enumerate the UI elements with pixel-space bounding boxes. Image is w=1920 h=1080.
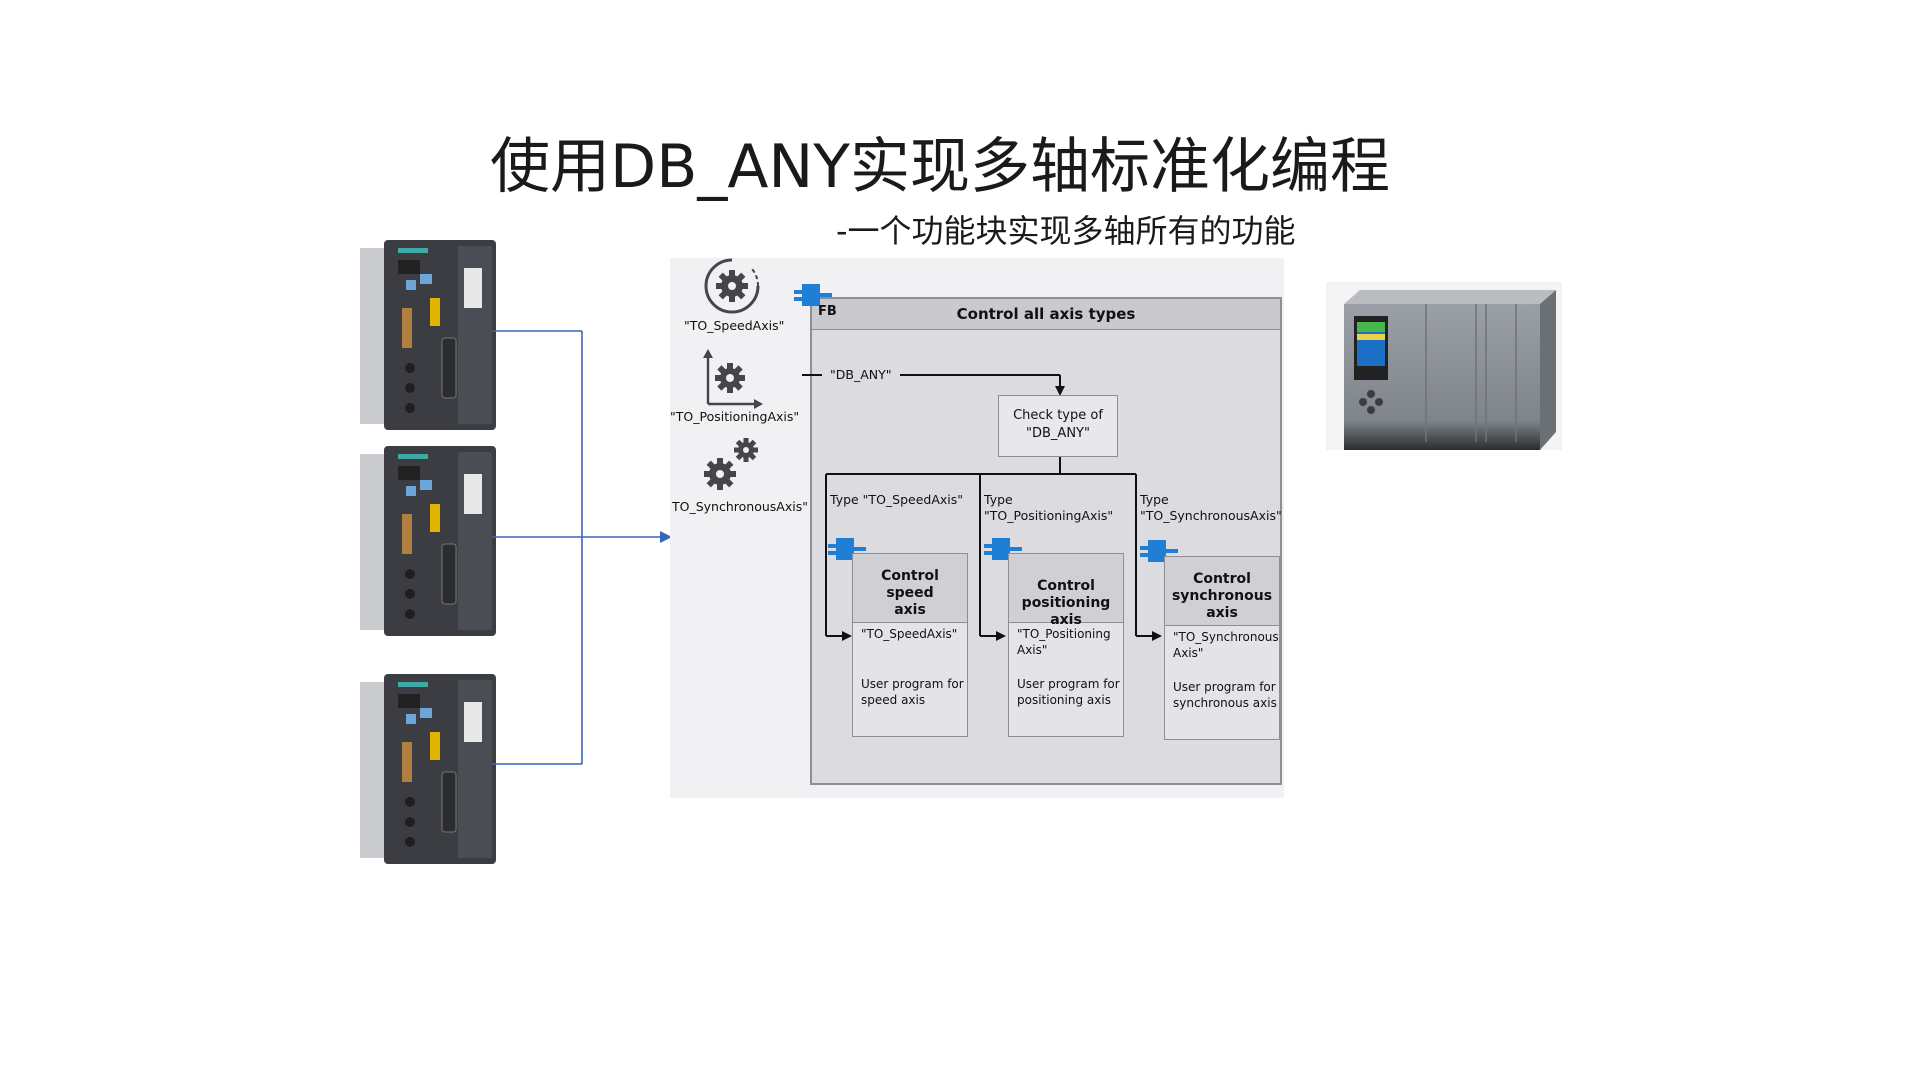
to-positioning-axis-label: "TO_PositioningAxis": [670, 409, 800, 424]
control-positioning-axis-title: Control positioning axis: [1009, 554, 1123, 628]
check-type-line2: "DB_ANY": [1026, 426, 1090, 441]
plc-controller-image: [1326, 282, 1562, 450]
branch-3-desc: User program for synchronous axis: [1173, 679, 1277, 711]
branch-3-head-3: axis: [1206, 605, 1238, 621]
branch-1-param: "TO_SpeedAxis": [861, 626, 957, 642]
main-fb-label: FB: [818, 304, 837, 319]
branch-1-head-3: axis: [894, 602, 926, 618]
branch-1-head-2: speed: [886, 585, 934, 601]
branch-1-param-1: "TO_SpeedAxis": [861, 627, 958, 641]
branch-1-desc-1: User program for: [861, 677, 964, 691]
branch-1-head-1: Control: [881, 568, 939, 584]
branch-3-head-2: synchronous: [1171, 588, 1273, 604]
slide-title: 使用DB_ANY实现多轴标准化编程: [490, 132, 1390, 202]
branch-3-type-label: Type: [1140, 492, 1169, 507]
control-synchronous-axis-title: Control synchronous axis: [1165, 557, 1279, 626]
check-type-line1: Check type of: [1013, 408, 1103, 423]
control-synchronous-axis-block: Control synchronous axis "TO_Synchronous…: [1164, 556, 1280, 740]
servo-drive-2: [360, 446, 496, 636]
branch-3-desc-1: User program for: [1173, 680, 1276, 694]
branch-3-fb-icon: [1140, 540, 1178, 562]
branch-2-head-1: Control: [1037, 578, 1095, 594]
branch-1-desc-2: speed axis: [861, 693, 926, 707]
branch-1-fb-icon: [828, 538, 866, 560]
to-synchronous-axis-label: TO_SynchronousAxis": [672, 499, 808, 514]
branch-2-desc-2: positioning axis: [1017, 693, 1111, 707]
servo-drive-1: [360, 240, 496, 430]
branch-2-param: "TO_Positioning Axis": [1017, 626, 1111, 658]
to-speed-axis-label: "TO_SpeedAxis": [684, 318, 785, 333]
db-any-input-label: "DB_ANY": [830, 367, 892, 382]
synchronous-axis-gears-icon: [704, 438, 758, 490]
branch-2-desc: User program for positioning axis: [1017, 676, 1120, 708]
branch-3-param: "TO_Synchronous Axis": [1173, 629, 1279, 661]
branch-2-type-label: Type: [984, 492, 1013, 507]
control-positioning-axis-block: Control positioning axis "TO_Positioning…: [1008, 553, 1124, 737]
servo-drive-3: [360, 674, 496, 864]
slide-subtitle: -一个功能块实现多轴所有的功能: [836, 212, 1296, 250]
branch-2-desc-1: User program for: [1017, 677, 1120, 691]
branch-3-param-1: "TO_Synchronous: [1173, 630, 1279, 644]
branch-2-param-1: "TO_Positioning: [1017, 627, 1111, 641]
main-block-title: Control all axis types: [812, 299, 1280, 330]
speed-axis-gear-icon: [704, 258, 760, 314]
branch-1-desc: User program for speed axis: [861, 676, 964, 708]
control-speed-axis-block: Control speed axis "TO_SpeedAxis" User p…: [852, 553, 968, 737]
branch-3-head-1: Control: [1193, 571, 1251, 587]
branch-3-type-label-2: "TO_SynchronousAxis": [1140, 508, 1282, 523]
branch-3-param-2: Axis": [1173, 646, 1204, 660]
control-speed-axis-title: Control speed axis: [853, 554, 967, 623]
main-fb-block-icon: [794, 284, 832, 306]
branch-1-type-label: Type "TO_SpeedAxis": [830, 492, 964, 507]
branch-3-desc-2: synchronous axis: [1173, 696, 1277, 710]
branch-2-type-label-2: "TO_PositioningAxis": [984, 508, 1114, 523]
positioning-axis-gear-icon: [703, 349, 763, 409]
check-type-box: Check type of "DB_ANY": [998, 395, 1118, 457]
branch-2-head-2: positioning axis: [1021, 595, 1111, 628]
branch-2-param-2: Axis": [1017, 643, 1048, 657]
branch-2-fb-icon: [984, 538, 1022, 560]
